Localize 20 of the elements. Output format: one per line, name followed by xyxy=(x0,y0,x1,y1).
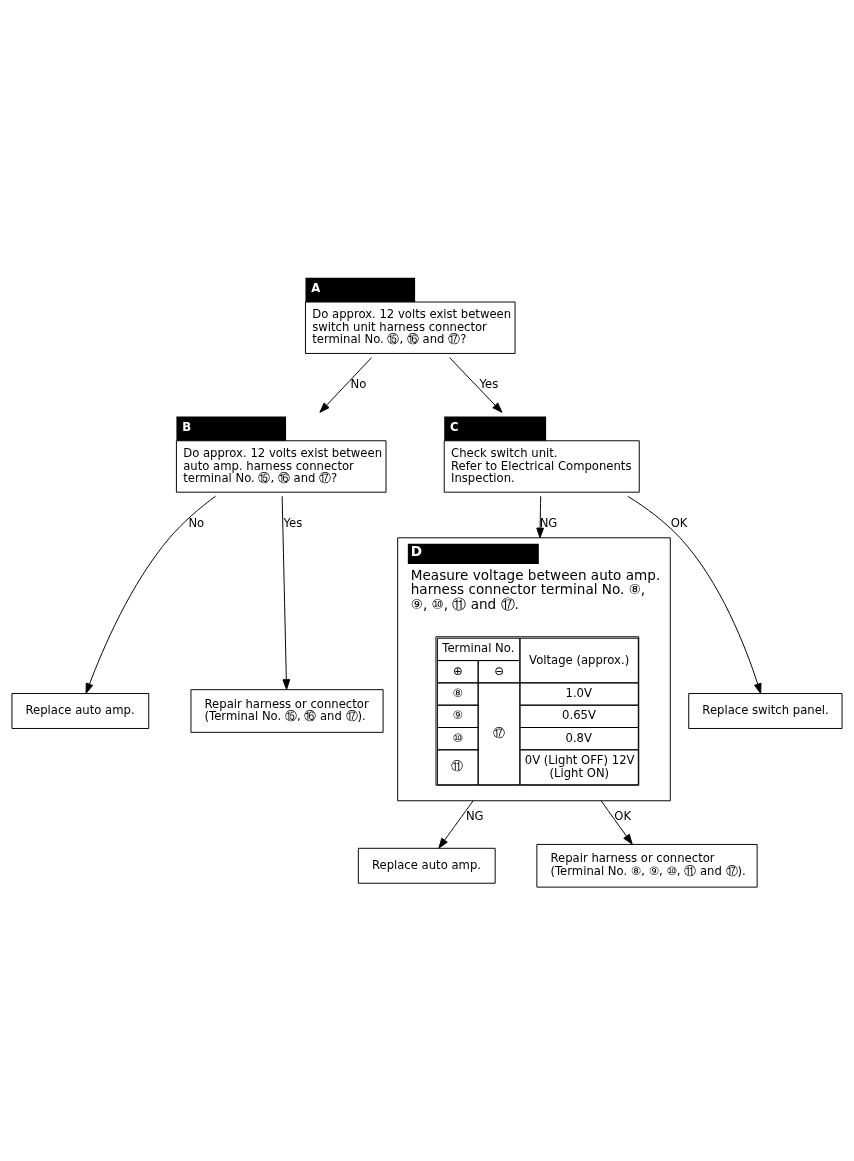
edge-label: No xyxy=(188,515,205,530)
arrow xyxy=(281,495,291,690)
node-box: Repair harness or connector (Terminal No. ⑮, ⑯ and ⑰). xyxy=(190,689,384,733)
node-box: Replace auto amp. xyxy=(357,847,496,884)
edge-label: NG xyxy=(465,808,484,823)
edge-label: OK xyxy=(614,808,632,823)
node-box: Replace auto amp. xyxy=(11,693,150,729)
node-box: Repair harness or connector (Terminal No. ⑧, ⑨, ⑩, ⑪ and ⑰). xyxy=(536,843,758,888)
edge-label: Yes xyxy=(479,376,499,391)
arrow xyxy=(319,357,373,413)
edge-label: NG xyxy=(539,515,558,530)
arrow xyxy=(627,495,762,694)
edge-label: No xyxy=(350,376,367,391)
arrow xyxy=(85,495,217,694)
node-box: Replace switch panel. xyxy=(688,693,843,729)
arrow xyxy=(438,800,474,849)
edge-label: Yes xyxy=(283,515,303,530)
edge-label: OK xyxy=(670,515,688,530)
arrow xyxy=(600,800,633,845)
arrow xyxy=(449,357,503,413)
